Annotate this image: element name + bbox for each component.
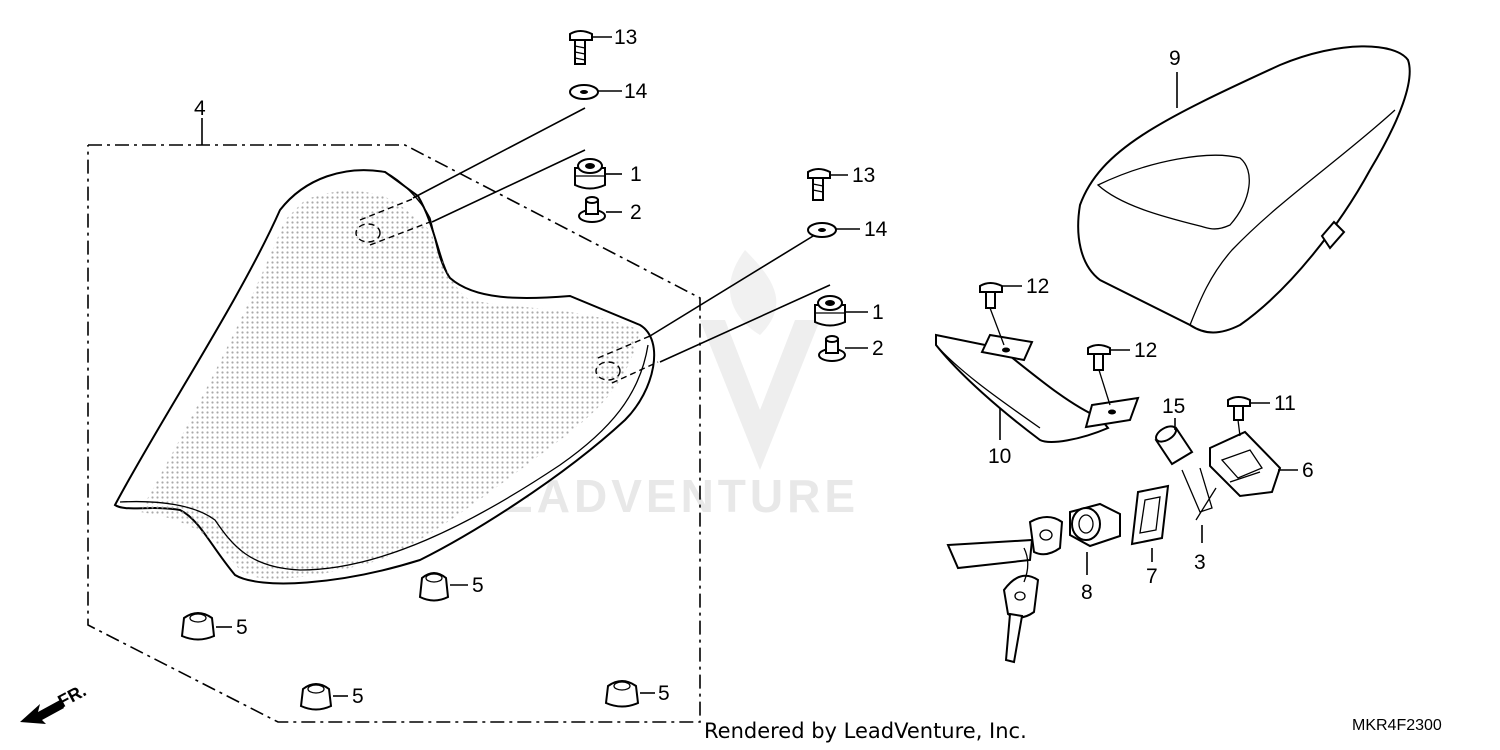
callout-13-lower: 13 <box>852 164 875 187</box>
callout-1-upper: 1 <box>630 163 642 186</box>
callout-2-upper: 2 <box>630 201 642 224</box>
grab-rail <box>935 282 1140 443</box>
callout-5-a: 5 <box>472 574 484 597</box>
cushion-b <box>180 612 232 641</box>
upper-fastener-set <box>569 30 622 223</box>
callout-1-lower: 1 <box>872 301 884 324</box>
callout-14-lower: 14 <box>864 218 888 241</box>
callout-4: 4 <box>194 97 206 120</box>
rider-seat <box>113 169 659 585</box>
callout-14-upper: 14 <box>624 80 648 103</box>
cushion-d <box>604 680 655 708</box>
diagram-code: MKR4F2300 <box>1352 717 1442 734</box>
seat-assembly-boundary <box>87 118 701 723</box>
pillion-seat <box>1077 45 1411 334</box>
callout-6: 6 <box>1302 459 1314 482</box>
lock-gasket <box>1130 484 1170 562</box>
callout-2-lower: 2 <box>872 337 884 360</box>
front-direction-indicator: FR. <box>20 680 89 724</box>
callout-15: 15 <box>1162 395 1185 418</box>
callout-11: 11 <box>1274 392 1296 415</box>
callout-5-c: 5 <box>352 685 364 708</box>
lower-fastener-set <box>807 168 868 362</box>
callout-labels: 13 14 1 2 4 13 14 1 2 9 12 12 15 11 10 6… <box>194 26 1314 708</box>
cushion-c <box>299 683 348 711</box>
callout-13-upper: 13 <box>614 26 637 49</box>
key-cylinder-assembly <box>946 502 1121 664</box>
callout-8: 8 <box>1081 581 1093 604</box>
callout-5-d: 5 <box>658 682 670 705</box>
callout-10: 10 <box>988 445 1011 468</box>
render-credit: Rendered by LeadVenture, Inc. <box>704 719 1027 743</box>
cushion-a <box>418 572 468 602</box>
callout-7: 7 <box>1146 565 1158 588</box>
callout-9: 9 <box>1169 47 1181 70</box>
rubber-cushions <box>180 572 655 711</box>
callout-12-upper: 12 <box>1026 275 1049 298</box>
callout-12-lower: 12 <box>1134 339 1157 362</box>
callout-3: 3 <box>1194 551 1206 574</box>
callout-5-b: 5 <box>236 616 248 639</box>
hook-leader-lines <box>412 107 831 363</box>
seat-latch-set <box>1154 396 1298 543</box>
